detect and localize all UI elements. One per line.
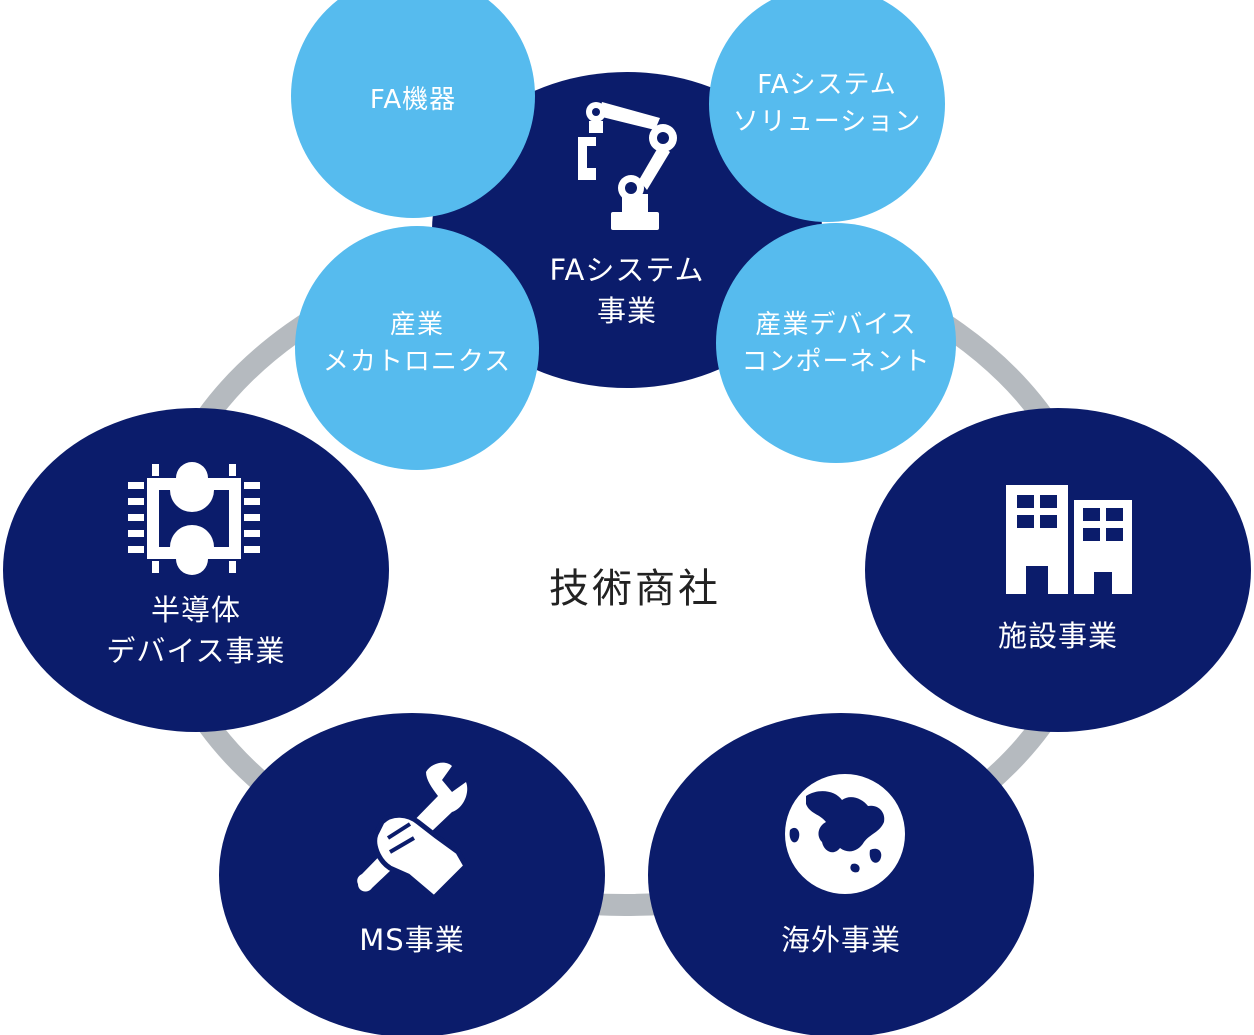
fa-solution-label: FAシステム ソリューション — [722, 67, 932, 141]
mechatronics-label-line1: 産業 — [389, 310, 444, 340]
facility-label-line1: 施設事業 — [997, 619, 1118, 653]
fa-equipment-label: FA機器 — [313, 82, 513, 119]
device-component-circle — [716, 223, 956, 463]
fa-solution-circle — [709, 0, 945, 222]
mechatronics-circle — [295, 226, 539, 470]
fa-equipment-label-line1: FA機器 — [369, 85, 457, 115]
mechatronics-label: 産業 メカトロニクス — [307, 307, 527, 381]
center-label: 技術商社 — [549, 566, 721, 612]
fa-system-label-line2: 事業 — [596, 294, 657, 329]
device-component-label-line1: 産業デバイス — [755, 310, 917, 340]
ms-label: MS事業 — [312, 920, 512, 961]
ms-label-line1: MS事業 — [359, 923, 465, 957]
semiconductor-label: 半導体 デバイス事業 — [86, 590, 306, 672]
fa-solution-label-line1: FAシステム — [757, 70, 897, 100]
device-component-label: 産業デバイス コンポーネント — [726, 307, 946, 381]
semiconductor-label-line2: デバイス事業 — [106, 634, 286, 669]
semiconductor-label-line1: 半導体 — [150, 593, 241, 627]
robot-arm-icon — [578, 102, 677, 230]
facility-label: 施設事業 — [960, 616, 1156, 657]
fa-solution-label-line2: ソリューション — [732, 106, 922, 137]
mechatronics-label-line2: メカトロニクス — [322, 346, 512, 377]
chip-icon — [128, 462, 260, 575]
device-component-label-line2: コンポーネント — [741, 346, 931, 377]
fa-system-label: FAシステム 事業 — [532, 250, 722, 332]
fa-system-label-line1: FAシステム — [549, 253, 705, 287]
overseas-label: 海外事業 — [743, 920, 939, 961]
globe-icon — [785, 774, 905, 894]
overseas-label-line1: 海外事業 — [780, 923, 901, 957]
fa-equipment-circle — [291, 0, 535, 218]
wrench-hand-icon — [357, 762, 470, 902]
building-icon — [1006, 485, 1132, 594]
